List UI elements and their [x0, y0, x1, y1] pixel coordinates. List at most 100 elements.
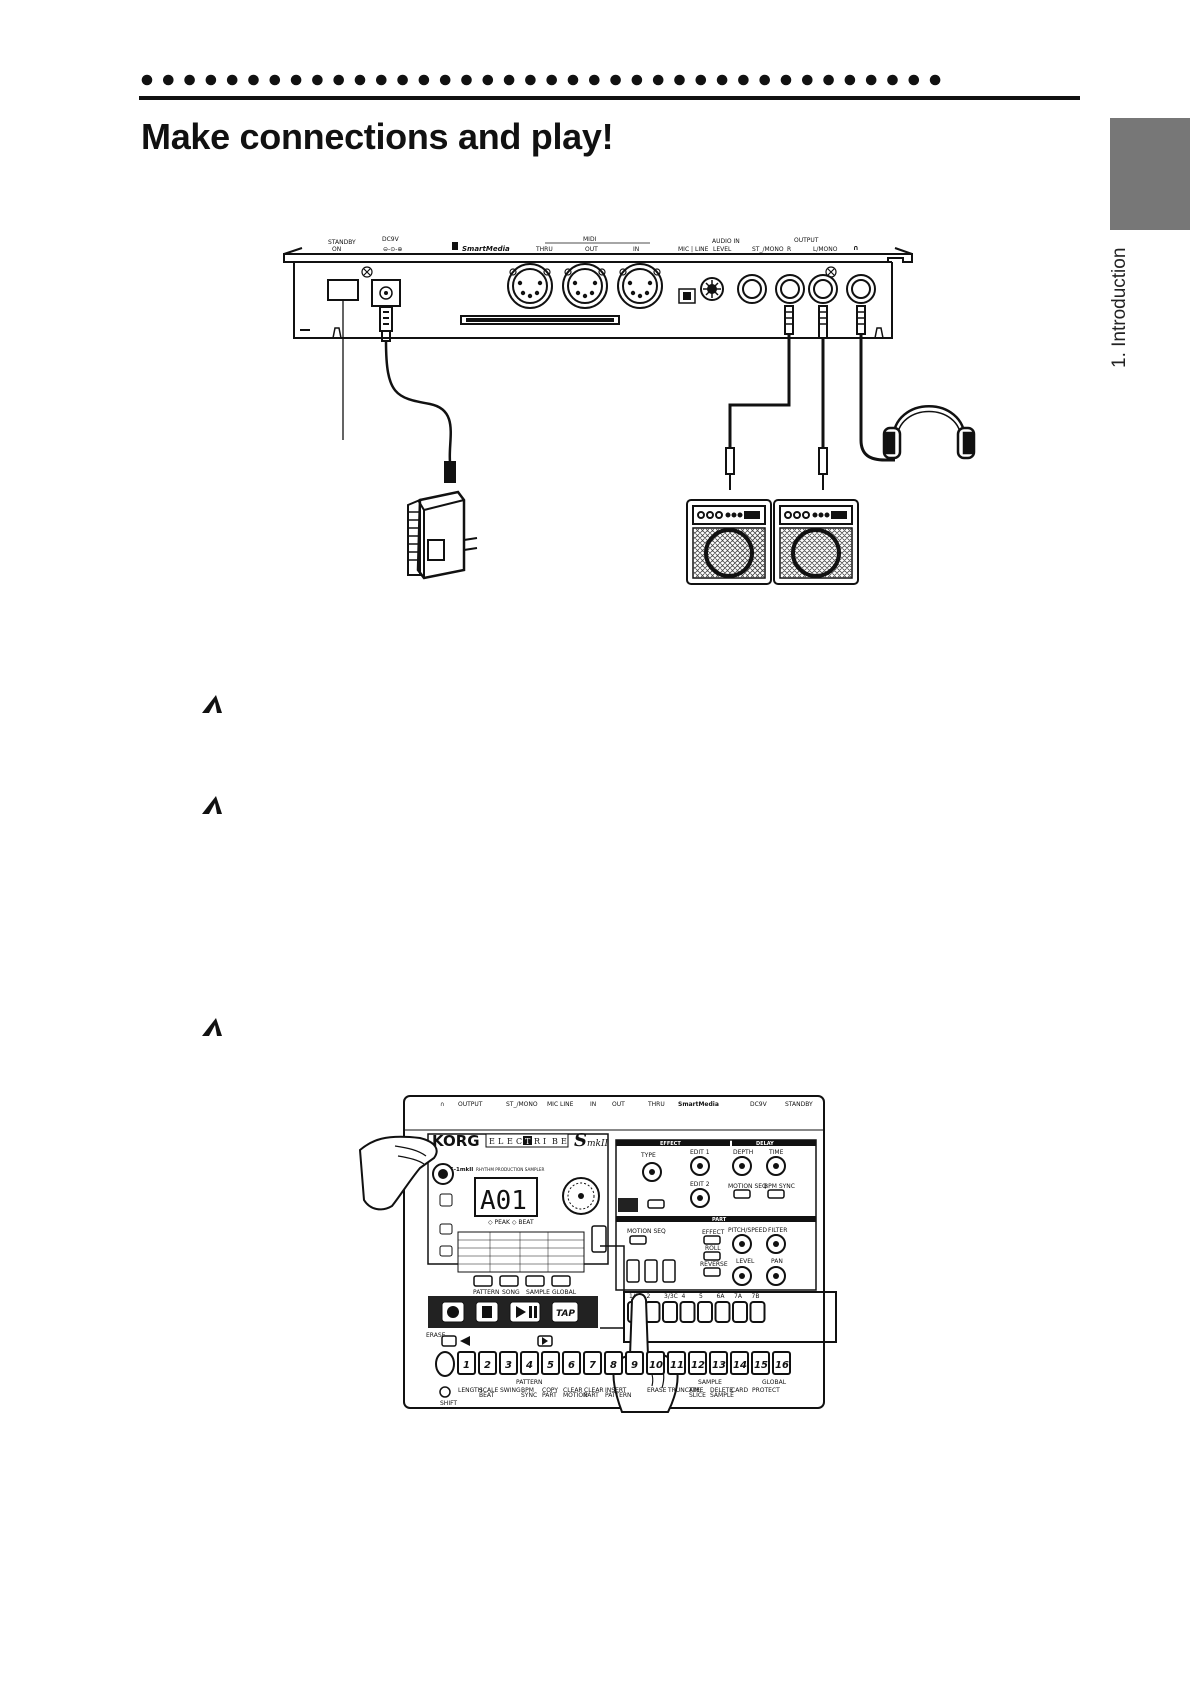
svg-text:⊖-⊙-⊕: ⊖-⊙-⊕ — [383, 246, 402, 253]
part-pad[interactable] — [714, 1301, 731, 1323]
step-key[interactable] — [499, 1351, 518, 1375]
svg-text:IN: IN — [590, 1101, 596, 1108]
svg-text:DC9V: DC9V — [382, 236, 400, 243]
step-key-label: DELETE — [710, 1387, 733, 1394]
svg-text:DC9V: DC9V — [750, 1101, 768, 1108]
svg-text:GLOBAL: GLOBAL — [762, 1379, 787, 1386]
step-key[interactable] — [604, 1351, 623, 1375]
part-pad[interactable] — [697, 1301, 713, 1323]
svg-text:mkII: mkII — [587, 1139, 609, 1149]
step-key-number: 12 — [691, 1360, 705, 1371]
part-pad[interactable] — [749, 1301, 766, 1323]
svg-text:STANDBY: STANDBY — [785, 1101, 813, 1108]
step-key-number: 16 — [775, 1360, 789, 1371]
header-dot — [589, 74, 600, 86]
svg-text:R: R — [787, 246, 791, 253]
led-display: A01 — [480, 1186, 527, 1216]
part-pad-label: 4 — [682, 1293, 686, 1300]
step-key[interactable] — [520, 1351, 539, 1375]
step-key[interactable] — [730, 1351, 749, 1375]
header-dot — [205, 74, 217, 86]
svg-text:MOTION SEQ: MOTION SEQ — [728, 1183, 767, 1190]
svg-text:AUDIO IN: AUDIO IN — [712, 238, 740, 245]
header-dot — [695, 74, 707, 86]
midi-jacks — [507, 263, 663, 309]
step-key[interactable] — [667, 1351, 686, 1375]
step-key-number: 5 — [547, 1360, 554, 1371]
header-dot — [482, 74, 494, 86]
svg-text:DELAY: DELAY — [756, 1141, 774, 1147]
part-pad[interactable] — [662, 1301, 678, 1323]
svg-text:FILTER: FILTER — [768, 1227, 787, 1234]
header-dot — [312, 74, 323, 86]
step-key[interactable] — [541, 1351, 560, 1375]
brand-letter: E — [561, 1137, 567, 1146]
step-key-label: SYNC — [521, 1392, 537, 1399]
step-key-label: PART — [542, 1392, 557, 1399]
step-key-label: SLICE — [689, 1392, 706, 1399]
svg-text:OUTPUT: OUTPUT — [794, 237, 819, 244]
step-key-label: CLEAR — [563, 1387, 583, 1394]
svg-text:DEPTH: DEPTH — [733, 1149, 753, 1156]
part-pad-label: 7A — [734, 1293, 743, 1300]
svg-text:TYPE: TYPE — [640, 1152, 656, 1159]
svg-text:OUT: OUT — [612, 1101, 625, 1108]
caution-icon — [202, 695, 222, 713]
smartmedia-slot — [460, 315, 620, 325]
part-pad[interactable] — [679, 1301, 696, 1323]
svg-text:ROLL: ROLL — [705, 1245, 721, 1252]
step-key-number: 1 — [463, 1360, 470, 1371]
step-key-number: 6 — [568, 1360, 575, 1371]
step-key[interactable] — [688, 1351, 707, 1375]
caution-icon — [202, 796, 222, 814]
header-dot — [610, 74, 621, 86]
header-dot — [908, 74, 920, 86]
part-pad-label: 2 — [647, 1293, 651, 1300]
svg-text:◇ PEAK ◇ BEAT: ◇ PEAK ◇ BEAT — [488, 1219, 534, 1226]
rear-panel-body — [283, 247, 913, 339]
header-dot — [546, 74, 557, 86]
brand-letter: B — [552, 1137, 558, 1146]
output-cables — [725, 305, 895, 490]
step-key-label: TRUNCATE — [667, 1387, 700, 1394]
header-dot — [461, 74, 472, 86]
svg-text:REVERSE: REVERSE — [700, 1261, 728, 1268]
header-dot — [865, 74, 877, 86]
header-dot — [716, 74, 728, 86]
header-dot — [887, 74, 898, 86]
header-dot — [226, 74, 238, 86]
step-key-label: PATTERN — [605, 1392, 632, 1399]
chapter-tab-block — [1110, 118, 1190, 230]
step-key[interactable] — [709, 1351, 728, 1375]
step-key-label: PART — [584, 1392, 599, 1399]
part-pad[interactable] — [732, 1301, 748, 1323]
part-pad-label: 3/3C — [664, 1293, 678, 1300]
step-key[interactable] — [583, 1351, 602, 1375]
step-key[interactable] — [457, 1351, 476, 1375]
step-key[interactable] — [751, 1351, 770, 1375]
step-key-number: 11 — [670, 1360, 684, 1371]
svg-text:ST_/MONO: ST_/MONO — [752, 246, 784, 253]
step-key[interactable] — [772, 1351, 791, 1375]
rear-panel-labels: STANDBY ON DC9V ⊖-⊙-⊕ SmartMedia MIDI TH… — [328, 236, 859, 253]
step-key[interactable] — [625, 1351, 644, 1375]
header-dot — [929, 74, 941, 86]
svg-text:SHIFT: SHIFT — [440, 1400, 457, 1407]
step-key[interactable] — [646, 1351, 665, 1375]
svg-text:SmartMedia: SmartMedia — [462, 245, 510, 253]
step-key-number: 15 — [754, 1360, 768, 1371]
page-title: Make connections and play! — [141, 116, 614, 157]
brand-letter: C — [516, 1137, 522, 1146]
step-key-label: CLEAR — [584, 1387, 604, 1394]
step-key-label: SAMPLE — [710, 1392, 734, 1399]
svg-text:IN: IN — [633, 246, 639, 253]
front-panel-diagram: ∩ OUTPUT ST_/MONO MIC LINE IN OUT THRU S… — [358, 1095, 837, 1413]
svg-text:ST_/MONO: ST_/MONO — [506, 1101, 538, 1108]
step-key[interactable] — [562, 1351, 581, 1375]
svg-text:ON: ON — [332, 246, 341, 253]
step-key[interactable] — [478, 1351, 497, 1375]
audio-jacks — [737, 274, 876, 304]
svg-text:GLOBAL: GLOBAL — [552, 1289, 577, 1296]
brand-letter: I — [543, 1137, 546, 1146]
